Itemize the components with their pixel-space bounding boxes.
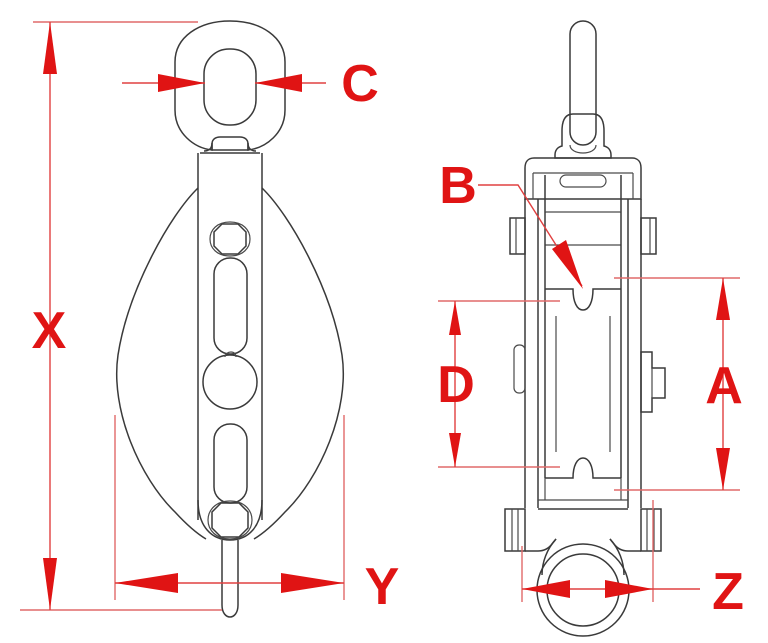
head-block xyxy=(524,157,642,200)
upper-slot xyxy=(213,257,248,355)
dimension-label-Z: Z xyxy=(712,563,744,621)
strap-bottom-round xyxy=(197,499,263,541)
eye-shoulder xyxy=(203,142,257,152)
X-arrow-bottom xyxy=(43,558,57,610)
bottom-bolt-right xyxy=(640,508,662,552)
B-leader-line xyxy=(478,184,583,287)
dimension-C: C xyxy=(122,55,379,113)
front-view-geometry xyxy=(116,20,344,618)
lower-hex-nut xyxy=(211,502,249,538)
eye-edge-on xyxy=(569,20,597,146)
dimension-label-D: D xyxy=(437,356,475,414)
dimension-label-A: A xyxy=(705,357,743,415)
B-leader-arrow xyxy=(552,240,583,289)
eye-collar xyxy=(554,113,612,159)
side-plate-left xyxy=(524,199,539,508)
sheave-bottom-ledge xyxy=(544,478,622,500)
upper-hex-nut-circle xyxy=(209,221,251,257)
side-plate-right-profile xyxy=(253,187,344,540)
eye-inner-opening xyxy=(203,48,257,126)
swivel-ring-neck xyxy=(541,538,625,576)
D-arrow-top xyxy=(449,301,461,335)
dimension-label-X: X xyxy=(32,302,67,360)
axle-bolt-right-upper xyxy=(640,217,657,255)
bottom-frame-skirt xyxy=(525,538,641,552)
dimension-label-C: C xyxy=(341,55,379,113)
dimension-label-B: B xyxy=(439,157,477,215)
dimension-label-Y: Y xyxy=(365,558,400,616)
dimension-Z: Z xyxy=(521,500,744,621)
pivot-tab-left xyxy=(513,344,526,394)
dimension-A: A xyxy=(614,277,743,491)
A-arrow-top xyxy=(716,278,730,320)
sheave-groove-lower xyxy=(545,457,621,479)
dimension-X: X xyxy=(20,21,222,611)
Y-arrow-left xyxy=(115,573,178,593)
X-arrow-top xyxy=(43,22,57,74)
A-arrow-bottom xyxy=(716,448,730,490)
head-slot xyxy=(559,174,607,188)
sheave-groove-upper xyxy=(545,288,621,311)
Y-arrow-right xyxy=(281,573,344,593)
Z-arrow-left xyxy=(522,580,570,598)
lower-slot xyxy=(213,423,248,504)
lower-hex-nut-circle xyxy=(207,500,253,540)
D-arrow-bottom xyxy=(449,433,461,467)
dimension-B: B xyxy=(439,157,583,289)
tail-pin xyxy=(221,540,239,618)
center-axle-circle xyxy=(202,354,258,410)
dimension-D: D xyxy=(437,300,560,468)
sheave-body xyxy=(544,175,622,212)
side-view-geometry xyxy=(504,20,666,637)
side-plate-right xyxy=(627,199,642,508)
dimension-Y: Y xyxy=(114,415,400,616)
upper-hex-nut xyxy=(213,223,247,255)
axle-bolt-left-upper xyxy=(509,217,526,255)
C-arrow-left xyxy=(158,74,205,92)
center-strap xyxy=(197,153,263,520)
center-axle-tab xyxy=(224,351,237,358)
axle-boss-right xyxy=(640,351,666,413)
eye-outer-outline xyxy=(174,20,286,151)
Z-arrow-right xyxy=(605,580,653,598)
side-plate-left-profile xyxy=(116,187,207,540)
C-arrow-right xyxy=(255,74,302,92)
bottom-bolt-left xyxy=(504,508,526,552)
eye-collar-inner xyxy=(569,144,597,154)
